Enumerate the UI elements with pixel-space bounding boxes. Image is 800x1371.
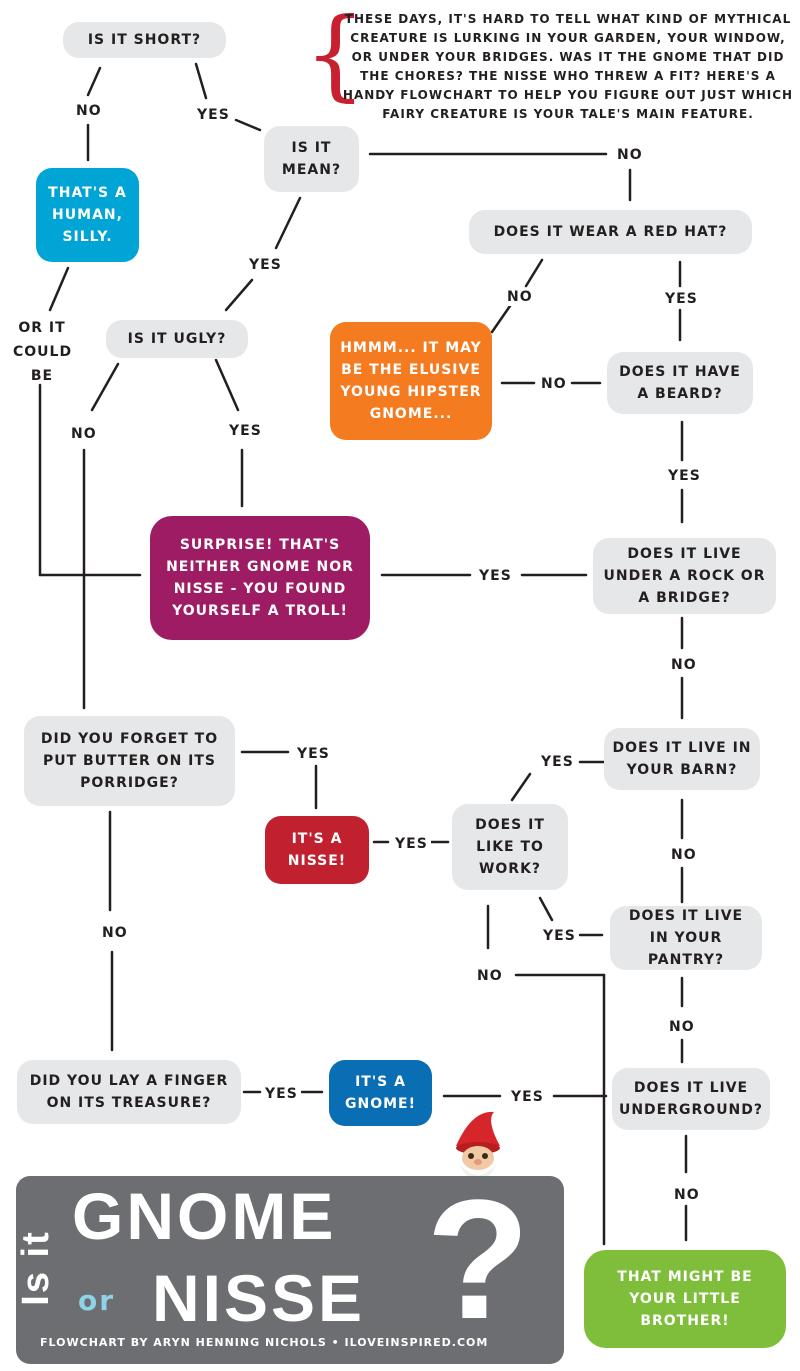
node-is-it-short: Is it short?: [63, 22, 226, 58]
label-no: No: [68, 425, 100, 443]
node-troll: Surprise! That's neither gnome nor nisse…: [150, 516, 370, 640]
intro-text: These days, it's hard to tell what kind …: [342, 12, 794, 121]
label-yes: Yes: [246, 256, 285, 274]
label-no: No: [614, 146, 646, 164]
label-yes: Yes: [662, 290, 701, 308]
node-pantry: Does it live in your pantry?: [610, 906, 762, 970]
svg-text:Is it: Is it: [18, 1230, 57, 1305]
label-yes: Yes: [262, 1085, 301, 1103]
node-beard: Does it have a beard?: [607, 352, 753, 414]
label-yes: Yes: [665, 467, 704, 485]
node-human: That's a human, silly.: [36, 168, 139, 262]
label-no: No: [474, 967, 506, 985]
node-like-work: Does it like to work?: [452, 804, 568, 890]
node-underground: Does it live underground?: [612, 1068, 770, 1130]
node-hipster: Hmmm... it may be the elusive young hips…: [330, 322, 492, 440]
node-is-it-mean: Is it mean?: [264, 126, 359, 192]
label-yes: Yes: [540, 927, 579, 945]
label-no: No: [671, 1186, 703, 1204]
label-yes: Yes: [508, 1088, 547, 1106]
label-no: No: [668, 656, 700, 674]
title-or: or: [78, 1284, 116, 1317]
node-red-hat: Does it wear a red hat?: [469, 210, 752, 254]
label-no: No: [666, 1018, 698, 1036]
node-gnome: It's a gnome!: [329, 1060, 432, 1126]
label-no: No: [73, 102, 105, 120]
label-no: No: [99, 924, 131, 942]
node-nisse: It's a nisse!: [265, 816, 369, 884]
title-question-mark: ?: [426, 1165, 530, 1355]
node-brother: That might be your little brother!: [584, 1250, 786, 1348]
intro-brace: {: [304, 0, 367, 112]
label-no: No: [538, 375, 570, 393]
label-yes: Yes: [476, 567, 515, 585]
label-yes: Yes: [392, 835, 431, 853]
title-is-it: Is it: [18, 1230, 57, 1305]
node-ugly: Is it ugly?: [106, 320, 248, 358]
title-gnome: GNOME: [72, 1179, 337, 1253]
node-rock-bridge: Does it live under a rock or a bridge?: [593, 538, 776, 614]
label-no: No: [668, 846, 700, 864]
label-yes: Yes: [226, 422, 265, 440]
node-treasure: Did you lay a finger on its treasure?: [17, 1060, 241, 1124]
label-no: No: [504, 288, 536, 306]
label-yes: Yes: [294, 745, 333, 763]
label-yes: Yes: [538, 753, 577, 771]
label-or-it-could-be: or it could be: [13, 320, 73, 384]
title-credit: Flowchart by Aryn Henning Nichols • ilov…: [40, 1336, 489, 1349]
title-panel: [16, 1176, 564, 1364]
node-barn: Does it live in your barn?: [604, 728, 760, 790]
node-butter: Did you forget to put butter on its porr…: [24, 716, 235, 806]
label-yes: Yes: [194, 106, 233, 124]
title-nisse: NISSE: [152, 1261, 366, 1335]
